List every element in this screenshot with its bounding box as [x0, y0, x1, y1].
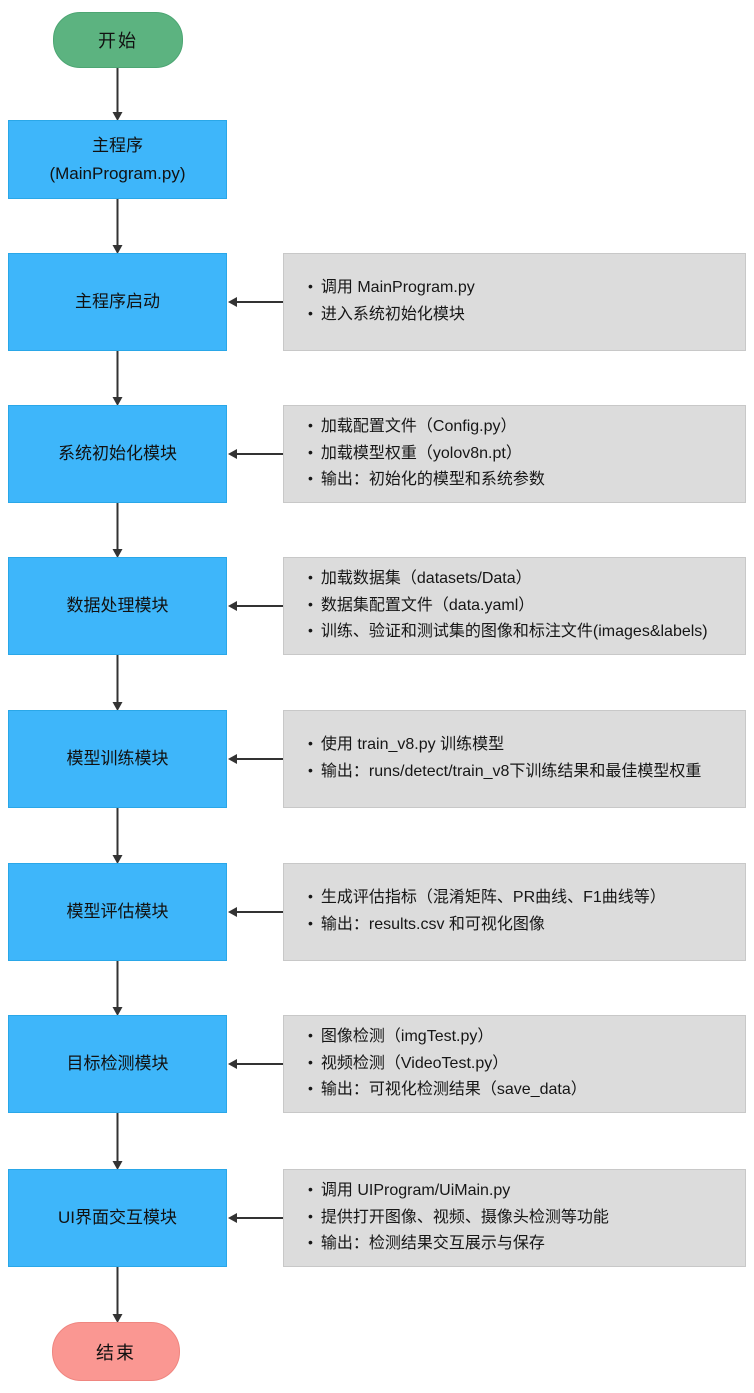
bullet-item: 提供打开图像、视频、摄像头检测等功能	[308, 1206, 739, 1231]
bullet-item: 图像检测（imgTest.py）	[308, 1025, 739, 1050]
start-label: 开始	[98, 31, 138, 51]
bullet-item: 调用 UIProgram/UiMain.py	[308, 1179, 739, 1204]
node-data-processing: 数据处理模块	[8, 557, 227, 655]
bullet-item: 加载配置文件（Config.py）	[308, 415, 739, 440]
bullet-item: 进入系统初始化模块	[308, 303, 739, 328]
node-system-init: 系统初始化模块	[8, 405, 227, 503]
start-terminal: 开始	[53, 12, 183, 68]
bullet-item: 数据集配置文件（data.yaml）	[308, 594, 739, 619]
node-object-detection: 目标检测模块	[8, 1015, 227, 1113]
annotation-program-launch: 调用 MainProgram.py 进入系统初始化模块	[283, 253, 746, 351]
node-ui-interaction: UI界面交互模块	[8, 1169, 227, 1267]
bullet-item: 加载模型权重（yolov8n.pt）	[308, 442, 739, 467]
annotation-object-detection: 图像检测（imgTest.py） 视频检测（VideoTest.py） 输出：可…	[283, 1015, 746, 1113]
bullet-item: 输出：runs/detect/train_v8下训练结果和最佳模型权重	[308, 760, 739, 785]
node-main-program: 主程序 (MainProgram.py)	[8, 120, 227, 199]
main-program-filename: (MainProgram.py)	[49, 163, 186, 183]
annotation-system-init: 加载配置文件（Config.py） 加载模型权重（yolov8n.pt） 输出：…	[283, 405, 746, 503]
node-label: 系统初始化模块	[58, 444, 177, 464]
node-program-launch: 主程序启动	[8, 253, 227, 351]
node-label: 目标检测模块	[66, 1054, 169, 1074]
bullet-item: 训练、验证和测试集的图像和标注文件(images&labels)	[308, 620, 739, 645]
node-label: 模型训练模块	[66, 749, 169, 769]
end-label: 结束	[96, 1342, 136, 1363]
end-terminal: 结束	[52, 1322, 180, 1381]
node-label: UI界面交互模块	[58, 1208, 177, 1228]
bullet-item: 加载数据集（datasets/Data）	[308, 567, 739, 592]
annotation-model-evaluation: 生成评估指标（混淆矩阵、PR曲线、F1曲线等） 输出：results.csv 和…	[283, 863, 746, 961]
bullet-item: 调用 MainProgram.py	[308, 276, 739, 301]
bullet-item: 视频检测（VideoTest.py）	[308, 1052, 739, 1077]
bullet-item: 生成评估指标（混淆矩阵、PR曲线、F1曲线等）	[308, 886, 739, 911]
bullet-item: 输出：可视化检测结果（save_data）	[308, 1078, 739, 1103]
node-label: 主程序启动	[75, 292, 160, 312]
annotation-ui-interaction: 调用 UIProgram/UiMain.py 提供打开图像、视频、摄像头检测等功…	[283, 1169, 746, 1267]
bullet-item: 输出：results.csv 和可视化图像	[308, 913, 739, 938]
bullet-item: 输出：初始化的模型和系统参数	[308, 468, 739, 493]
bullet-item: 输出：检测结果交互展示与保存	[308, 1232, 739, 1257]
node-model-training: 模型训练模块	[8, 710, 227, 808]
main-program-title: 主程序	[92, 136, 143, 156]
bullet-item: 使用 train_v8.py 训练模型	[308, 733, 739, 758]
node-label: 数据处理模块	[66, 596, 169, 616]
annotation-data-processing: 加载数据集（datasets/Data） 数据集配置文件（data.yaml） …	[283, 557, 746, 655]
annotation-model-training: 使用 train_v8.py 训练模型 输出：runs/detect/train…	[283, 710, 746, 808]
node-model-evaluation: 模型评估模块	[8, 863, 227, 961]
node-label: 模型评估模块	[66, 902, 169, 922]
